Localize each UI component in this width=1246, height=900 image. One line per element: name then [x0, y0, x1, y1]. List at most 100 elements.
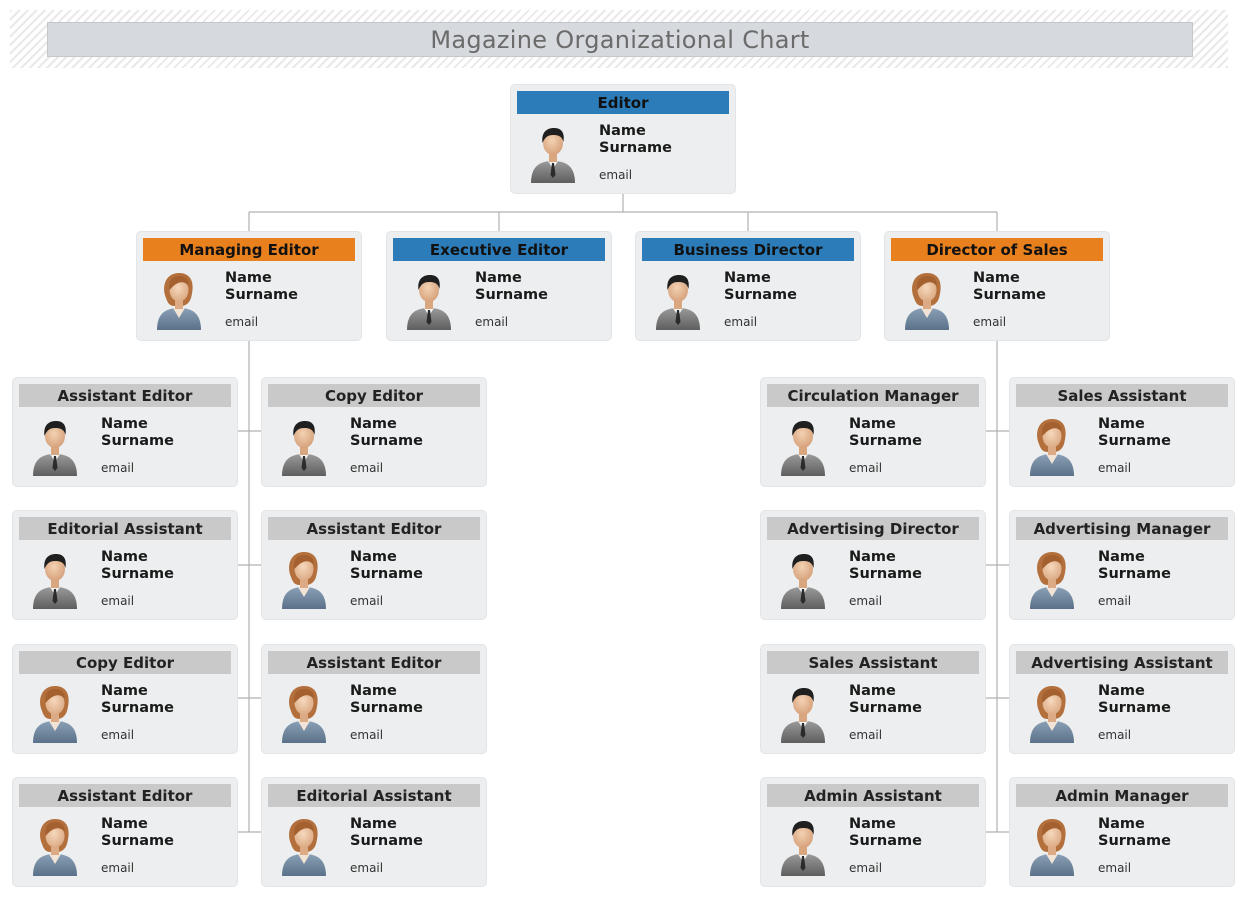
org-node-circulation-manager[interactable]: Circulation Manager Name Surname email — [761, 378, 985, 486]
node-name: Name — [1098, 683, 1145, 699]
node-name: Name — [101, 416, 148, 432]
person-avatar-icon — [775, 681, 831, 743]
node-role-title: Assistant Editor — [19, 784, 231, 807]
org-node-sales-assistant[interactable]: Sales Assistant Name Surname email — [1010, 378, 1234, 486]
org-node-editor[interactable]: Editor Name Surname email — [511, 85, 735, 193]
node-name: Name — [350, 416, 397, 432]
node-role-title: Director of Sales — [891, 238, 1103, 261]
person-avatar-icon — [775, 814, 831, 876]
node-surname: Surname — [849, 833, 922, 849]
node-email: email — [101, 594, 135, 608]
org-node-admin-manager[interactable]: Admin Manager Name Surname email — [1010, 778, 1234, 886]
person-avatar-icon — [1024, 814, 1080, 876]
node-surname: Surname — [350, 700, 423, 716]
node-email: email — [849, 594, 883, 608]
org-node-executive-editor[interactable]: Executive Editor Name Surname email — [387, 232, 611, 340]
person-avatar-icon — [27, 814, 83, 876]
node-role-title: Advertising Director — [767, 517, 979, 540]
person-avatar-icon — [899, 268, 955, 330]
node-email: email — [849, 461, 883, 475]
node-role-title: Admin Manager — [1016, 784, 1228, 807]
person-avatar-icon — [650, 268, 706, 330]
org-node-sales-assistant[interactable]: Sales Assistant Name Surname email — [761, 645, 985, 753]
node-surname: Surname — [225, 287, 298, 303]
node-role-title: Assistant Editor — [268, 517, 480, 540]
person-avatar-icon — [27, 414, 83, 476]
node-surname: Surname — [101, 700, 174, 716]
node-email: email — [849, 861, 883, 875]
node-surname: Surname — [350, 833, 423, 849]
node-name: Name — [849, 416, 896, 432]
node-surname: Surname — [101, 433, 174, 449]
node-role-title: Editorial Assistant — [19, 517, 231, 540]
node-surname: Surname — [599, 140, 672, 156]
node-name: Name — [350, 816, 397, 832]
node-email: email — [350, 861, 384, 875]
person-avatar-icon — [775, 414, 831, 476]
org-node-editorial-assistant[interactable]: Editorial Assistant Name Surname email — [13, 511, 237, 619]
node-email: email — [1098, 461, 1132, 475]
person-avatar-icon — [1024, 414, 1080, 476]
node-email: email — [101, 728, 135, 742]
node-role-title: Advertising Assistant — [1016, 651, 1228, 674]
node-role-title: Admin Assistant — [767, 784, 979, 807]
org-node-editorial-assistant[interactable]: Editorial Assistant Name Surname email — [262, 778, 486, 886]
node-name: Name — [724, 270, 771, 286]
node-surname: Surname — [849, 433, 922, 449]
node-surname: Surname — [973, 287, 1046, 303]
org-node-copy-editor[interactable]: Copy Editor Name Surname email — [13, 645, 237, 753]
node-role-title: Copy Editor — [268, 384, 480, 407]
org-node-advertising-assistant[interactable]: Advertising Assistant Name Surname email — [1010, 645, 1234, 753]
node-surname: Surname — [1098, 433, 1171, 449]
node-name: Name — [849, 683, 896, 699]
node-name: Name — [225, 270, 272, 286]
person-avatar-icon — [525, 121, 581, 183]
node-email: email — [350, 594, 384, 608]
node-name: Name — [849, 549, 896, 565]
node-email: email — [225, 315, 259, 329]
node-surname: Surname — [350, 566, 423, 582]
node-email: email — [475, 315, 509, 329]
node-email: email — [724, 315, 758, 329]
node-surname: Surname — [475, 287, 548, 303]
node-surname: Surname — [724, 287, 797, 303]
node-role-title: Assistant Editor — [19, 384, 231, 407]
node-email: email — [350, 728, 384, 742]
node-role-title: Managing Editor — [143, 238, 355, 261]
node-email: email — [101, 461, 135, 475]
person-avatar-icon — [151, 268, 207, 330]
node-surname: Surname — [849, 700, 922, 716]
org-node-assistant-editor[interactable]: Assistant Editor Name Surname email — [262, 645, 486, 753]
person-avatar-icon — [276, 681, 332, 743]
node-email: email — [1098, 861, 1132, 875]
node-name: Name — [101, 549, 148, 565]
node-role-title: Copy Editor — [19, 651, 231, 674]
node-name: Name — [849, 816, 896, 832]
org-node-assistant-editor[interactable]: Assistant Editor Name Surname email — [13, 778, 237, 886]
node-name: Name — [973, 270, 1020, 286]
person-avatar-icon — [1024, 547, 1080, 609]
org-node-assistant-editor[interactable]: Assistant Editor Name Surname email — [13, 378, 237, 486]
org-node-director-of-sales[interactable]: Director of Sales Name Surname email — [885, 232, 1109, 340]
org-node-managing-editor[interactable]: Managing Editor Name Surname email — [137, 232, 361, 340]
node-name: Name — [1098, 549, 1145, 565]
node-email: email — [1098, 594, 1132, 608]
person-avatar-icon — [27, 547, 83, 609]
org-node-advertising-manager[interactable]: Advertising Manager Name Surname email — [1010, 511, 1234, 619]
org-node-copy-editor[interactable]: Copy Editor Name Surname email — [262, 378, 486, 486]
org-node-advertising-director[interactable]: Advertising Director Name Surname email — [761, 511, 985, 619]
person-avatar-icon — [775, 547, 831, 609]
node-name: Name — [350, 549, 397, 565]
node-name: Name — [1098, 816, 1145, 832]
node-email: email — [350, 461, 384, 475]
node-name: Name — [475, 270, 522, 286]
org-node-admin-assistant[interactable]: Admin Assistant Name Surname email — [761, 778, 985, 886]
org-node-assistant-editor[interactable]: Assistant Editor Name Surname email — [262, 511, 486, 619]
person-avatar-icon — [401, 268, 457, 330]
node-role-title: Advertising Manager — [1016, 517, 1228, 540]
node-role-title: Editor — [517, 91, 729, 114]
org-node-business-director[interactable]: Business Director Name Surname email — [636, 232, 860, 340]
node-role-title: Business Director — [642, 238, 854, 261]
node-email: email — [101, 861, 135, 875]
